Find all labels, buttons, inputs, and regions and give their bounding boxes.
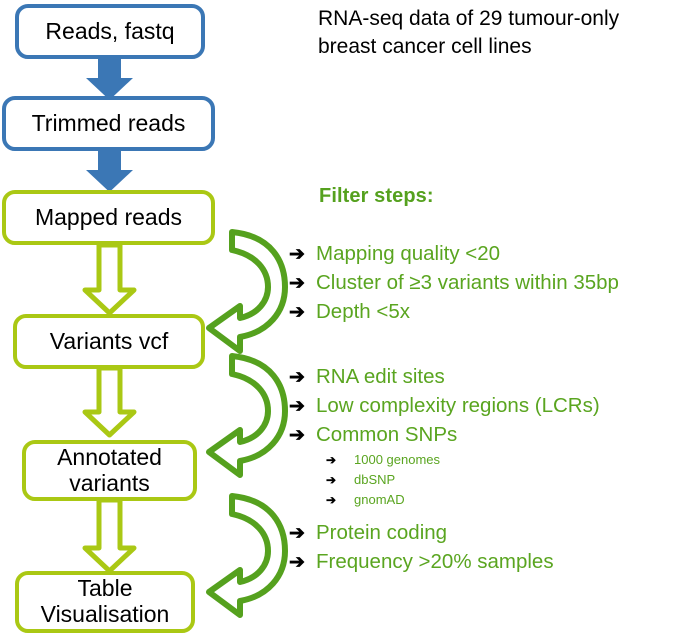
filter-steps-title: Filter steps:	[319, 185, 434, 207]
filter-subitem[interactable]: ➔ gnomAD	[326, 490, 600, 510]
filter-item-label: RNA edit sites	[316, 365, 445, 388]
flow-node-label: Annotated variants	[57, 443, 162, 496]
flow-node-mapped-reads[interactable]: Mapped reads	[2, 190, 215, 245]
arrow-bullet-icon: ➔	[289, 244, 305, 265]
filter-item[interactable]: ➔ Frequency >20% samples	[289, 547, 554, 576]
arrow-bullet-icon: ➔	[326, 473, 337, 488]
arrow-variants-to-annotated	[82, 365, 137, 438]
flow-node-reads-fastq[interactable]: Reads, fastq	[15, 4, 205, 59]
filter-item-label: Frequency >20% samples	[316, 550, 554, 574]
arrow-trimmed-to-mapped	[86, 150, 133, 192]
diagram-caption: RNA-seq data of 29 tumour-only breast ca…	[318, 5, 678, 60]
caption-line-2: breast cancer cell lines	[318, 34, 532, 58]
flow-node-label: Variants vcf	[49, 327, 169, 354]
curved-filter-arrow-2	[206, 353, 288, 478]
filter-item-label: Cluster of ≥3 variants within 35bp	[316, 271, 619, 295]
filter-subitem-label: dbSNP	[354, 472, 396, 488]
curved-filter-arrow-3	[206, 493, 288, 618]
arrow-bullet-icon: ➔	[289, 523, 305, 544]
arrow-bullet-icon: ➔	[326, 453, 337, 468]
flow-node-variants-vcf[interactable]: Variants vcf	[13, 314, 205, 369]
filter-item[interactable]: ➔ Low complexity regions (LCRs)	[289, 391, 600, 420]
filter-subitem-label: 1000 genomes	[354, 452, 441, 468]
filter-item-label: Depth <5x	[316, 300, 411, 324]
arrow-bullet-icon: ➔	[289, 552, 305, 574]
arrow-annotated-to-table	[82, 497, 137, 574]
common-snps-sublist: ➔ 1000 genomes ➔ dbSNP ➔ gnomAD	[326, 450, 600, 509]
filter-item-label: Low complexity regions (LCRs)	[316, 394, 600, 418]
flow-node-annotated-variants[interactable]: Annotated variants	[22, 440, 197, 501]
filter-subitem[interactable]: ➔ 1000 genomes	[326, 450, 600, 470]
filter-subitem[interactable]: ➔ dbSNP	[326, 470, 600, 490]
filter-group-variant-calling: ➔ Mapping quality <20 ➔ Cluster of ≥3 va…	[289, 239, 619, 326]
arrow-bullet-icon: ➔	[289, 425, 305, 447]
filter-group-final: ➔ Protein coding ➔ Frequency >20% sample…	[289, 518, 554, 576]
arrow-bullet-icon: ➔	[289, 367, 305, 388]
arrow-bullet-icon: ➔	[289, 396, 305, 418]
curved-filter-arrow-1	[206, 229, 288, 354]
arrow-bullet-icon: ➔	[289, 273, 305, 295]
arrow-mapped-to-variants	[82, 242, 137, 316]
filter-item[interactable]: ➔ RNA edit sites	[289, 362, 600, 391]
filter-item-label: Protein coding	[316, 521, 448, 544]
flow-node-trimmed-reads[interactable]: Trimmed reads	[2, 96, 215, 151]
flow-node-label: Trimmed reads	[31, 109, 186, 136]
filter-item-label: Mapping quality <20	[316, 242, 501, 265]
arrow-reads-to-trimmed	[86, 58, 133, 100]
filter-item[interactable]: ➔ Cluster of ≥3 variants within 35bp	[289, 268, 619, 297]
flow-node-label: Table Visualisation	[40, 575, 170, 627]
filter-group-annotation: ➔ RNA edit sites ➔ Low complexity region…	[289, 362, 600, 510]
arrow-bullet-icon: ➔	[289, 302, 305, 324]
filter-item-label: Common SNPs	[316, 423, 458, 447]
flow-node-table-visualisation[interactable]: Table Visualisation	[15, 571, 195, 633]
filter-item[interactable]: ➔ Common SNPs	[289, 420, 600, 449]
flow-node-label: Mapped reads	[34, 203, 183, 230]
filter-item[interactable]: ➔ Protein coding	[289, 518, 554, 547]
flow-node-label: Reads, fastq	[45, 17, 175, 44]
filter-item[interactable]: ➔ Depth <5x	[289, 297, 619, 326]
filter-item[interactable]: ➔ Mapping quality <20	[289, 239, 619, 268]
filter-subitem-label: gnomAD	[354, 491, 405, 507]
caption-line-1: RNA-seq data of 29 tumour-only	[318, 7, 620, 30]
arrow-bullet-icon: ➔	[326, 492, 337, 507]
